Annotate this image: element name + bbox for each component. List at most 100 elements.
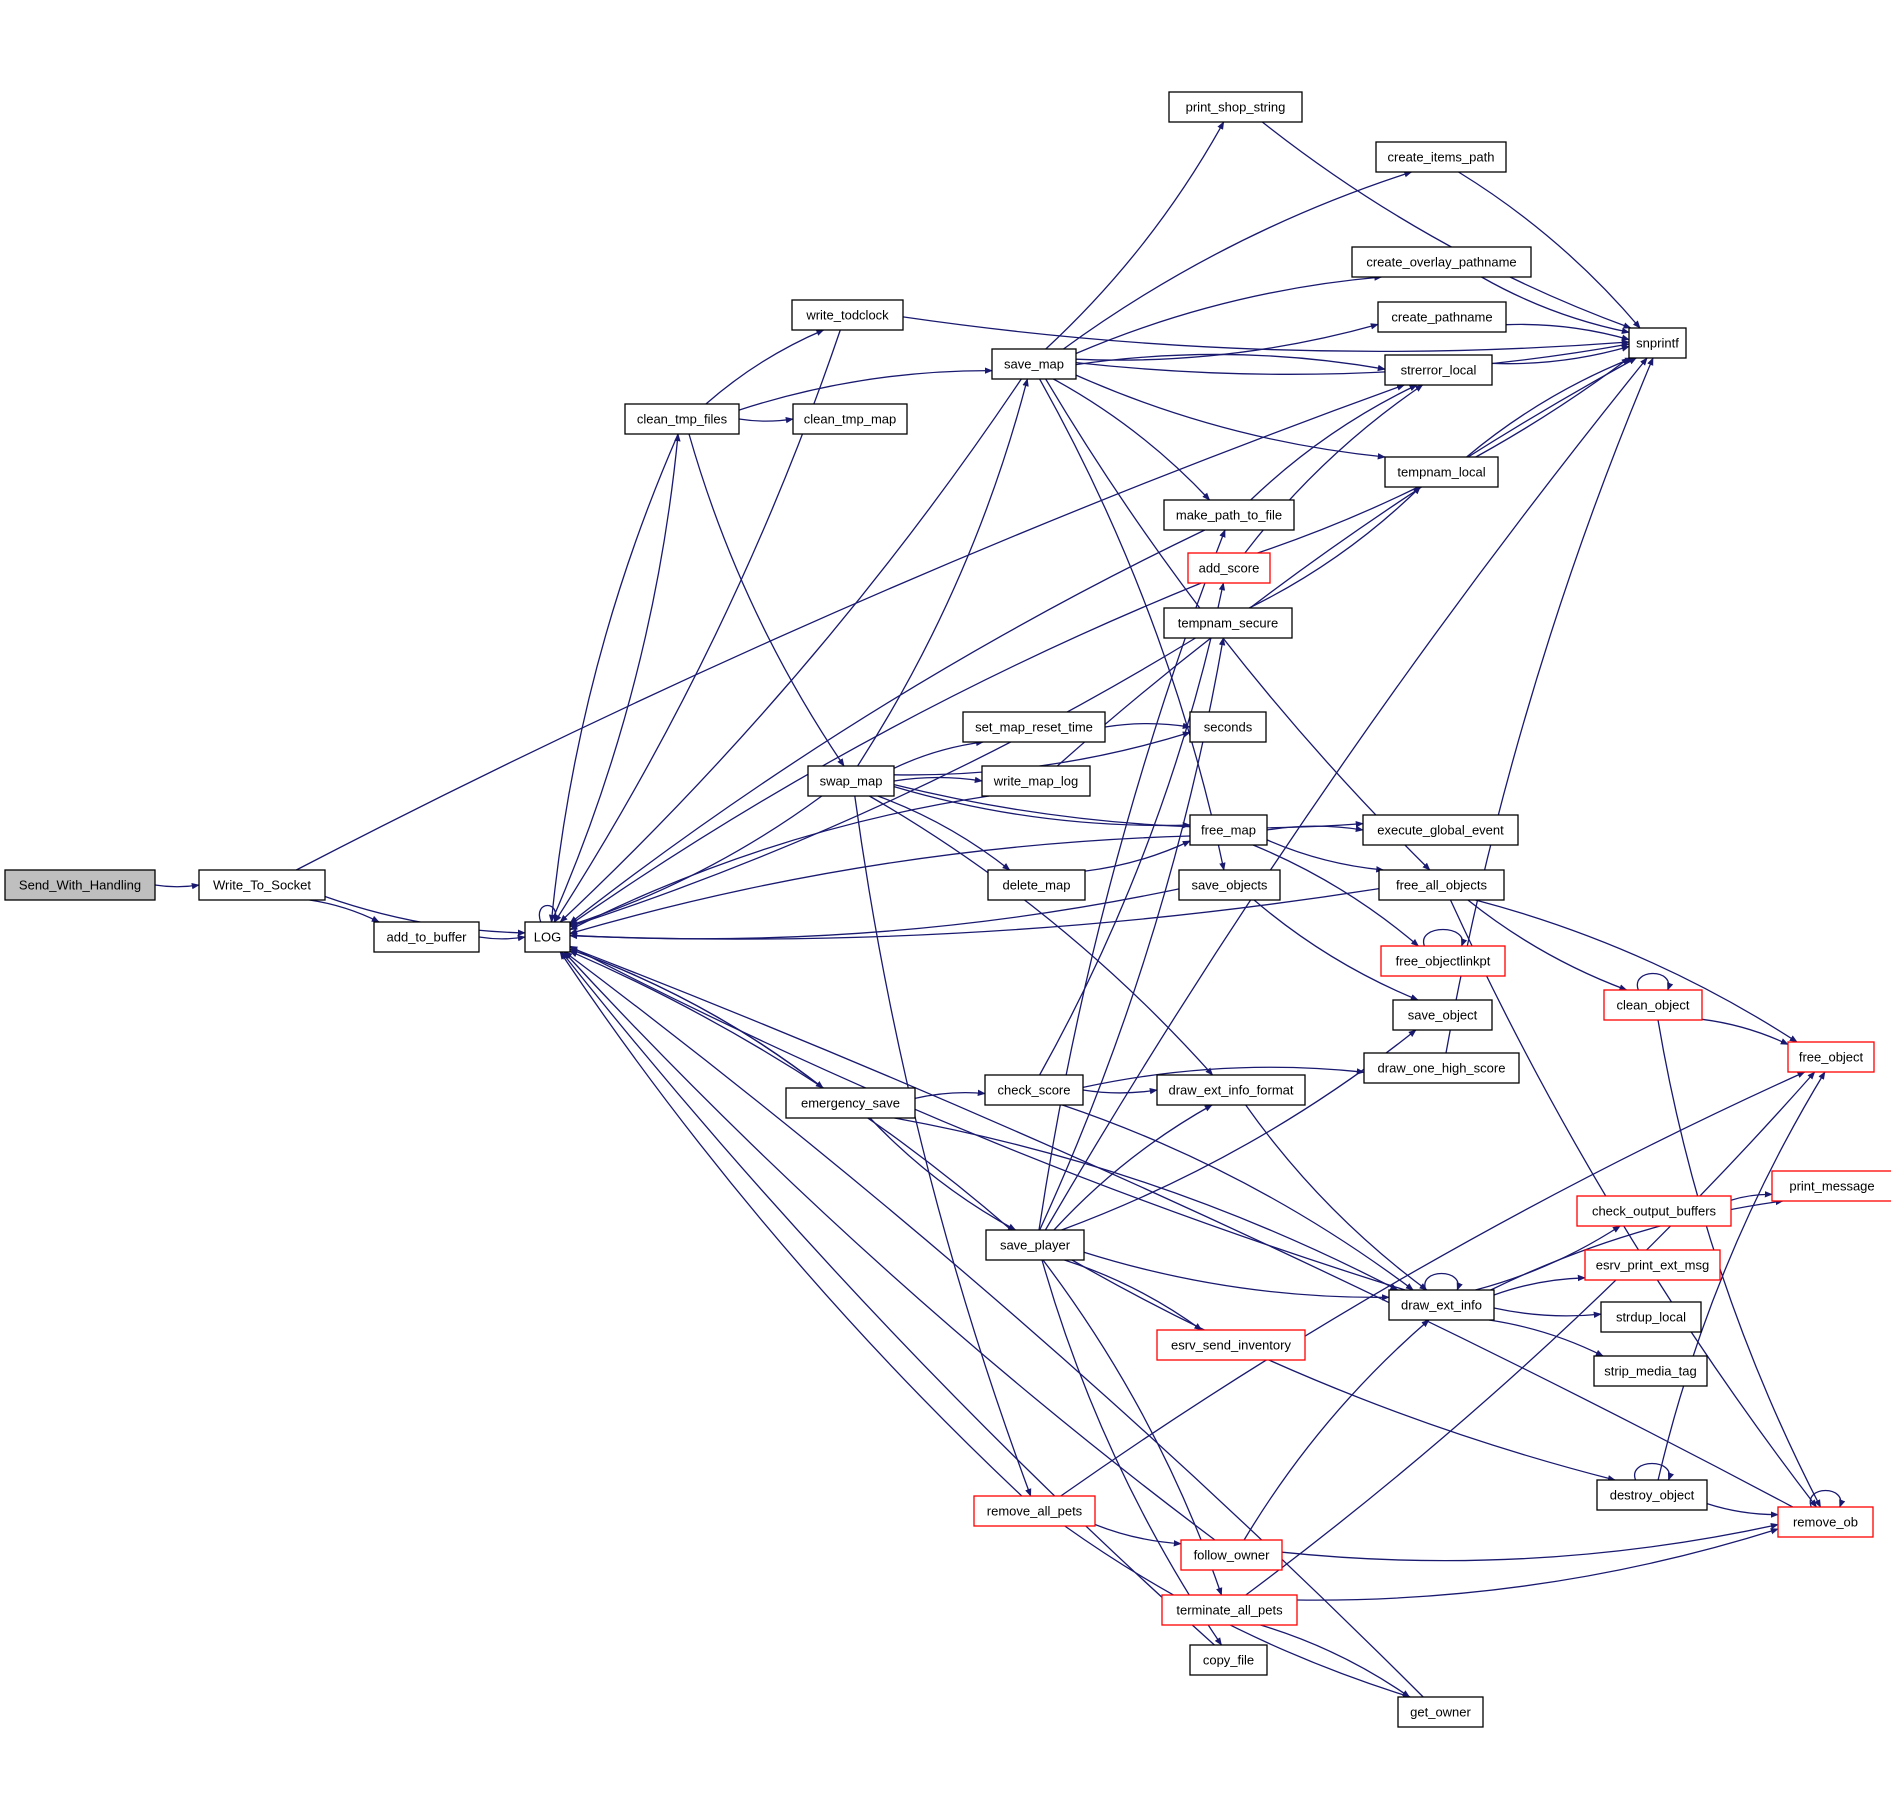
node-free-map[interactable]: free_map (1189, 814, 1268, 846)
edge-save_player-to-save_object (1061, 1029, 1417, 1231)
edge-save_map-to-print_shop_string (1045, 121, 1225, 350)
node-free-object[interactable]: free_object (1787, 1041, 1875, 1073)
edge-clean_tmp_files-to-save_map (738, 367, 993, 411)
edge-save_player-to-snprintf (1044, 357, 1648, 1231)
node-remove-all-pets[interactable]: remove_all_pets (973, 1495, 1096, 1527)
node-strerror-local[interactable]: strerror_local (1384, 354, 1493, 386)
node-create-overlay-pathname[interactable]: create_overlay_pathname (1351, 246, 1532, 278)
node-save-player[interactable]: save_player (985, 1229, 1085, 1261)
node-label: emergency_save (801, 1096, 900, 1111)
node-box (1156, 1329, 1306, 1361)
node-label: esrv_print_ext_msg (1596, 1258, 1709, 1273)
node-follow-owner[interactable]: follow_owner (1180, 1539, 1283, 1571)
node-label: destroy_object (1610, 1488, 1695, 1503)
node-clean-object[interactable]: clean_object (1603, 989, 1703, 1021)
edge-write_map_log-to-LOG (569, 795, 990, 931)
node-free-all-objects[interactable]: free_all_objects (1378, 869, 1505, 901)
edge-save_player-to-draw_ext_info_format (1053, 1104, 1213, 1231)
node-write-map-log[interactable]: write_map_log (981, 765, 1091, 797)
node-free-objectlinkpt[interactable]: free_objectlinkpt (1380, 945, 1506, 977)
node-label: make_path_to_file (1176, 508, 1282, 523)
node-clean-tmp-map[interactable]: clean_tmp_map (792, 403, 908, 435)
node-label: clean_object (1617, 998, 1690, 1013)
node-print-message[interactable]: print_message (1771, 1170, 1891, 1202)
node-check-output-buffers[interactable]: check_output_buffers (1576, 1195, 1732, 1227)
node-get-owner[interactable]: get_owner (1397, 1696, 1484, 1728)
edge-follow_owner-to-LOG (563, 951, 1216, 1541)
node-remove-ob[interactable]: remove_ob (1777, 1506, 1874, 1538)
node-copy-file[interactable]: copy_file (1189, 1644, 1268, 1676)
node-set-map-reset-time[interactable]: set_map_reset_time (962, 711, 1106, 743)
node-label: draw_one_high_score (1378, 1061, 1506, 1076)
node-strdup-local[interactable]: strdup_local (1600, 1301, 1702, 1333)
edge-emergency_save-to-draw_ext_info (894, 1117, 1399, 1291)
node-box (1771, 1170, 1891, 1202)
node-send-with-handling[interactable]: Send_With_Handling (4, 869, 156, 901)
node-create-items-path[interactable]: create_items_path (1375, 141, 1507, 173)
edge-make_path_to_file-to-strerror_local (1250, 384, 1418, 501)
node-draw-ext-info-format[interactable]: draw_ext_info_format (1156, 1074, 1306, 1106)
node-create-pathname[interactable]: create_pathname (1377, 301, 1507, 333)
node-write-todclock[interactable]: write_todclock (791, 299, 904, 331)
node-destroy-object[interactable]: destroy_object (1596, 1479, 1708, 1511)
edge-check_score-to-draw_ext_info (1062, 1104, 1414, 1291)
node-add-to-buffer[interactable]: add_to_buffer (373, 921, 480, 953)
edge-save_player-to-copy_file (1041, 1259, 1223, 1646)
node-box (981, 765, 1091, 797)
node-save-object[interactable]: save_object (1392, 999, 1493, 1031)
edge-make_path_to_file-to-LOG (569, 529, 1206, 924)
node-check-score[interactable]: check_score (984, 1074, 1084, 1106)
node-delete-map[interactable]: delete_map (987, 869, 1086, 901)
node-emergency-save[interactable]: emergency_save (785, 1087, 916, 1119)
edge-destroy_object-to-free_object (1657, 1071, 1826, 1481)
node-terminate-all-pets[interactable]: terminate_all_pets (1161, 1594, 1298, 1626)
node-box (1384, 354, 1493, 386)
node-print-shop-string[interactable]: print_shop_string (1168, 91, 1303, 123)
edge-follow_owner-to-draw_ext_info (1243, 1319, 1430, 1541)
edge-check_score-to-draw_one_high_score (1082, 1066, 1365, 1089)
edge-save_player-to-LOG (569, 950, 1012, 1231)
node-label: strip_media_tag (1604, 1364, 1697, 1379)
edge-LOG-to-clean_tmp_files (550, 433, 681, 923)
node-box (373, 921, 480, 953)
node-tempnam-local[interactable]: tempnam_local (1384, 456, 1499, 488)
node-label: swap_map (820, 774, 883, 789)
node-box (624, 403, 740, 435)
node-snprintf[interactable]: snprintf (1628, 327, 1687, 359)
edge-emergency_save-to-check_score (914, 1089, 986, 1100)
node-box (1189, 814, 1268, 846)
node-box (1363, 1052, 1520, 1084)
edge-remove_all_pets-to-LOG (559, 951, 1023, 1497)
node-label: tempnam_local (1397, 465, 1485, 480)
edge-swap_map-to-delete_map (877, 795, 1011, 871)
edge-swap_map-to-save_map (857, 378, 1029, 767)
node-seconds[interactable]: seconds (1189, 711, 1267, 743)
node-label: terminate_all_pets (1176, 1603, 1283, 1618)
edge-terminate_all_pets-to-get_owner (1260, 1624, 1411, 1698)
node-tempnam-secure[interactable]: tempnam_secure (1163, 607, 1293, 639)
edge-add_score-to-snprintf (1257, 357, 1630, 554)
node-draw-one-high-score[interactable]: draw_one_high_score (1363, 1052, 1520, 1084)
node-log[interactable]: LOG (524, 921, 571, 953)
node-label: esrv_send_inventory (1171, 1338, 1291, 1353)
node-make-path-to-file[interactable]: make_path_to_file (1163, 499, 1295, 531)
node-execute-global-event[interactable]: execute_global_event (1362, 814, 1519, 846)
node-save-map[interactable]: save_map (991, 348, 1077, 380)
node-esrv-send-inventory[interactable]: esrv_send_inventory (1156, 1329, 1306, 1361)
node-add-score[interactable]: add_score (1187, 552, 1271, 584)
node-swap-map[interactable]: swap_map (807, 765, 895, 797)
node-strip-media-tag[interactable]: strip_media_tag (1593, 1355, 1708, 1387)
edge-add_to_buffer-to-LOG (478, 934, 526, 942)
node-esrv-print-ext-msg[interactable]: esrv_print_ext_msg (1584, 1249, 1721, 1281)
node-save-objects[interactable]: save_objects (1178, 869, 1281, 901)
edge-clean_object-to-free_object (1701, 1018, 1789, 1045)
node-write-to-socket[interactable]: Write_To_Socket (198, 869, 326, 901)
node-label: save_player (1000, 1238, 1071, 1253)
edge-save_map-to-snprintf (1075, 342, 1630, 375)
node-clean-tmp-files[interactable]: clean_tmp_files (624, 403, 740, 435)
node-box (4, 869, 156, 901)
node-box (1388, 1289, 1495, 1321)
edge-delete_map-to-free_map (1084, 840, 1191, 872)
node-draw-ext-info[interactable]: draw_ext_info (1388, 1289, 1495, 1321)
